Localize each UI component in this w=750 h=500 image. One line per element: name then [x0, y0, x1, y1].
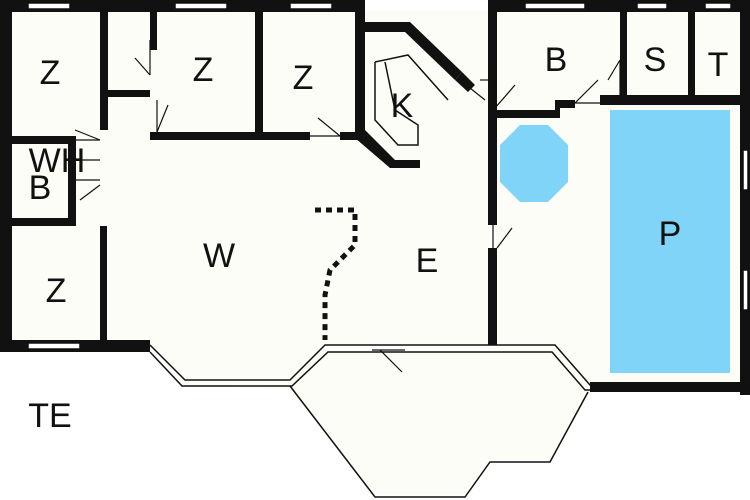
room-label-bedroom-2: Z — [193, 51, 214, 89]
room-label-dining: E — [416, 242, 439, 280]
room-label-bathroom-left: B — [29, 169, 52, 207]
room-label-pool: P — [659, 215, 682, 253]
room-labels: Z Z Z Z WH B K W E B S T P TE — [28, 41, 728, 435]
kitchen-counter — [374, 61, 419, 146]
room-label-terrace: TE — [28, 397, 71, 435]
kitchen-counter-top — [374, 54, 449, 101]
room-divider-dotted — [315, 207, 358, 340]
room-label-bedroom-3: Z — [293, 59, 314, 97]
room-label-living: W — [203, 237, 235, 275]
room-label-toilet: T — [708, 46, 729, 84]
windows — [27, 2, 750, 498]
room-label-bedroom-1: Z — [40, 54, 61, 92]
doors — [74, 40, 621, 373]
pool-basin — [610, 110, 730, 373]
room-label-kitchen: K — [391, 87, 414, 125]
room-label-bathroom-right: B — [545, 41, 568, 79]
room-label-bedroom-4: Z — [46, 272, 67, 310]
room-label-utility: WH — [29, 142, 86, 180]
hot-tub — [500, 125, 568, 202]
room-label-sauna: S — [644, 41, 667, 79]
